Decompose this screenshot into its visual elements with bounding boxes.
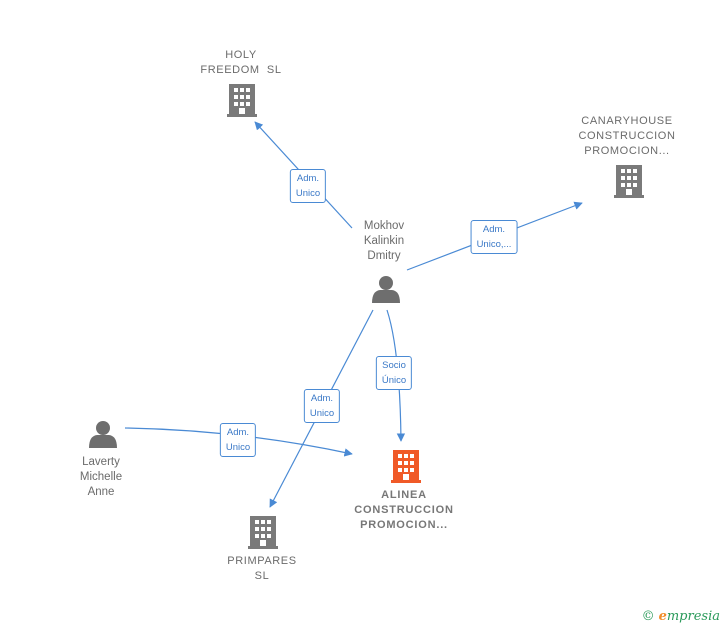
node-label-canaryhouse[interactable]: CANARYHOUSE CONSTRUCCION PROMOCION... (578, 115, 676, 157)
building-icon[interactable] (227, 84, 257, 117)
brand-name: mpresia (666, 609, 720, 624)
edge-label-mokhov-alinea[interactable]: Socio Único (375, 356, 413, 390)
building-icon[interactable] (614, 165, 644, 198)
node-label-primpares[interactable]: PRIMPARES SL (227, 555, 297, 582)
node-label-alinea[interactable]: ALINEA CONSTRUCCION PROMOCION... (354, 489, 454, 531)
main-building-icon[interactable] (391, 450, 421, 483)
edge-label-mokhov-canary[interactable]: Adm. Unico,... (470, 220, 518, 254)
brand-initial: e (658, 609, 667, 624)
building-icon[interactable] (248, 516, 278, 549)
node-label-mokhov[interactable]: Mokhov Kalinkin Dmitry (363, 220, 405, 262)
edge-label-mokhov-holy[interactable]: Adm. Unico (289, 169, 327, 203)
edge-label-mokhov-primpares[interactable]: Adm. Unico (303, 389, 341, 423)
brand-footer[interactable]: ©empresia (642, 609, 720, 624)
edge-label-laverty-alinea[interactable]: Adm. Unico (219, 423, 257, 457)
copyright-symbol: © (641, 609, 655, 624)
person-icon[interactable] (372, 276, 400, 303)
node-label-laverty[interactable]: Laverty Michelle Anne (79, 456, 123, 498)
person-icon[interactable] (89, 421, 117, 448)
node-label-holy-freedom[interactable]: HOLY FREEDOM SL (200, 49, 282, 76)
